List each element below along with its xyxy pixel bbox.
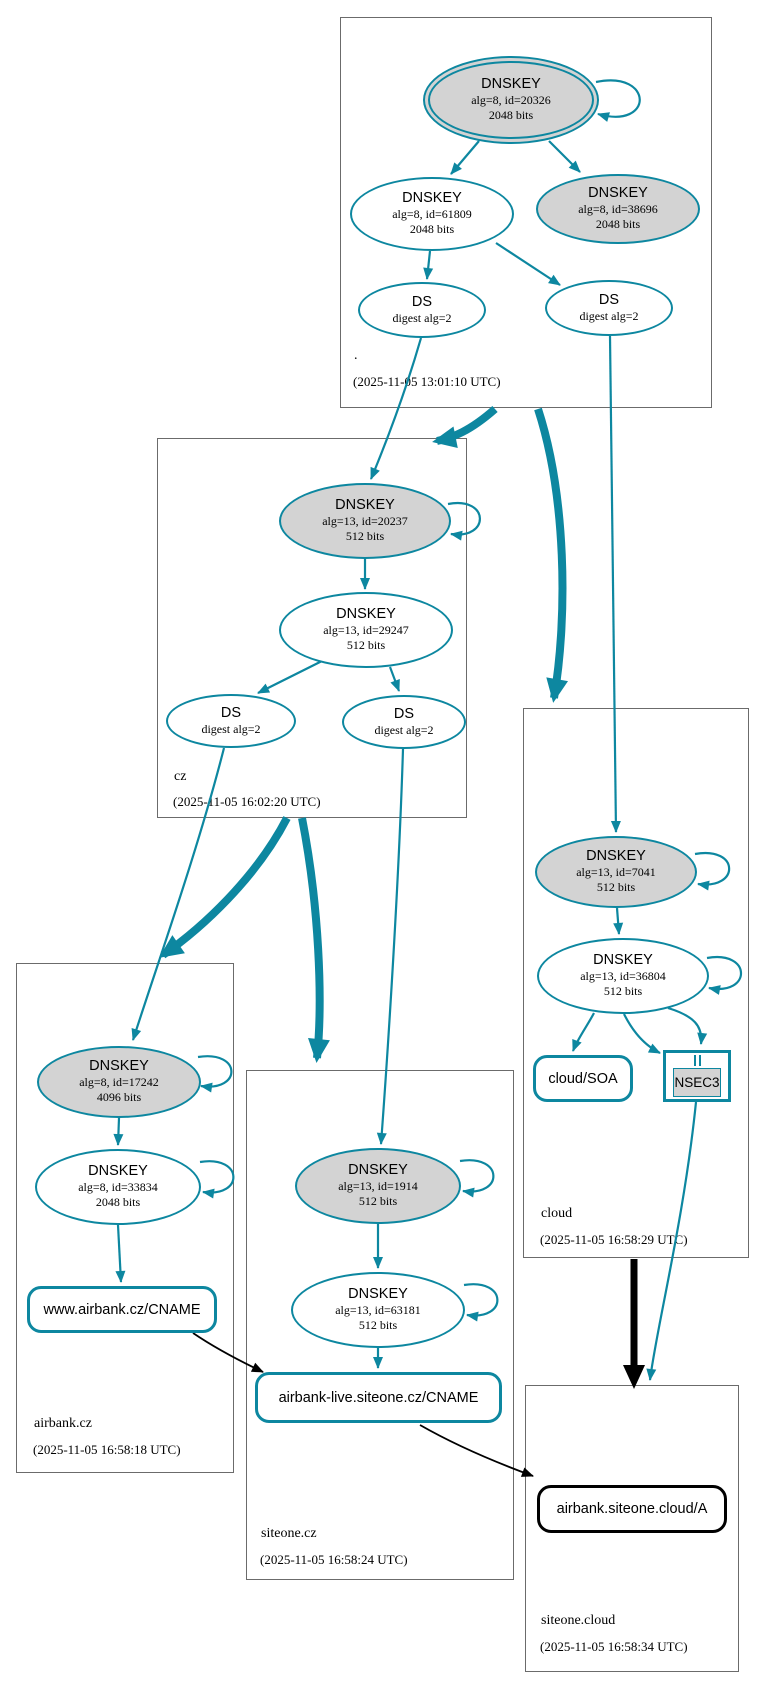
rrset-airbank-live-cname[interactable]: airbank-live.siteone.cz/CNAME — [255, 1372, 502, 1423]
edge-delegation-cz-airbank — [158, 816, 291, 959]
dnskey-cloud-ksk-7041[interactable]: DNSKEY alg=13, id=7041 512 bits — [535, 836, 697, 908]
zone-siteonecloud-timestamp: (2025-11-05 16:58:34 UTC) — [540, 1639, 688, 1654]
node-alg: alg=13, id=63181 — [335, 1302, 421, 1317]
nsec3-label: NSEC3 — [673, 1068, 721, 1097]
node-title: DNSKEY — [88, 1163, 148, 1180]
zone-airbank-timestamp: (2025-11-05 16:58:18 UTC) — [33, 1442, 181, 1457]
node-title: DNSKEY — [348, 1286, 408, 1303]
node-digest: digest alg=2 — [201, 721, 261, 736]
node-bits: 4096 bits — [96, 1090, 142, 1105]
node-alg: alg=8, id=17242 — [79, 1074, 159, 1089]
node-digest: digest alg=2 — [579, 308, 639, 323]
node-bits: 512 bits — [346, 638, 386, 653]
rrset-cloud-soa[interactable]: cloud/SOA — [533, 1055, 633, 1102]
node-bits: 512 bits — [603, 984, 643, 999]
node-digest: digest alg=2 — [374, 722, 434, 737]
node-bits: 2048 bits — [95, 1195, 141, 1210]
rrset-label: cloud/SOA — [548, 1070, 618, 1087]
node-title: DNSKEY — [335, 497, 395, 514]
node-title: DNSKEY — [336, 606, 396, 623]
zone-root-timestamp: (2025-11-05 13:01:10 UTC) — [353, 374, 501, 389]
node-bits: 2048 bits — [595, 217, 641, 232]
node-bits: 512 bits — [345, 529, 385, 544]
zone-airbank-label: airbank.cz — [34, 1416, 92, 1431]
node-bits: 2048 bits — [488, 108, 534, 123]
dnskey-cz-ksk-20237[interactable]: DNSKEY alg=13, id=20237 512 bits — [279, 483, 451, 559]
edge-delegation-root-cz — [432, 405, 498, 449]
node-title: DNSKEY — [593, 952, 653, 969]
node-alg: alg=13, id=36804 — [580, 968, 666, 983]
node-title: DS — [393, 705, 415, 722]
node-digest: digest alg=2 — [392, 310, 452, 325]
node-title: DNSKEY — [89, 1058, 149, 1075]
nsec3-cell-right — [698, 1055, 701, 1066]
node-bits: 2048 bits — [409, 222, 455, 237]
dnskey-root-38696[interactable]: DNSKEY alg=8, id=38696 2048 bits — [536, 174, 700, 244]
ds-cz-airbank[interactable]: DS digest alg=2 — [166, 694, 296, 748]
node-title: DNSKEY — [588, 185, 648, 202]
dnskey-siteonecz-ksk-1914[interactable]: DNSKEY alg=13, id=1914 512 bits — [295, 1148, 461, 1224]
node-title: DS — [598, 291, 620, 308]
dnskey-airbank-ksk-17242[interactable]: DNSKEY alg=8, id=17242 4096 bits — [37, 1046, 201, 1118]
node-title: DS — [220, 704, 242, 721]
node-title: DNSKEY — [348, 1162, 408, 1179]
zone-box-siteone-cloud: siteone.cloud (2025-11-05 16:58:34 UTC) — [525, 1385, 739, 1672]
rrset-www-airbank-cname[interactable]: www.airbank.cz/CNAME — [27, 1286, 217, 1333]
node-title: DNSKEY — [586, 848, 646, 865]
zone-box-airbank-cz: airbank.cz (2025-11-05 16:58:18 UTC) — [16, 963, 234, 1473]
node-alg: alg=13, id=7041 — [576, 864, 656, 879]
node-alg: alg=8, id=33834 — [78, 1179, 158, 1194]
node-alg: alg=13, id=1914 — [338, 1178, 418, 1193]
ds-cz-siteonecz[interactable]: DS digest alg=2 — [342, 695, 466, 749]
dnskey-root-ksk-20326[interactable]: DNSKEY alg=8, id=20326 2048 bits — [423, 56, 599, 144]
node-alg: alg=8, id=20326 — [471, 92, 551, 107]
node-bits: 512 bits — [358, 1318, 398, 1333]
node-alg: alg=8, id=38696 — [578, 201, 658, 216]
ds-root-cz[interactable]: DS digest alg=2 — [358, 282, 486, 338]
dnskey-airbank-zsk-33834[interactable]: DNSKEY alg=8, id=33834 2048 bits — [35, 1149, 201, 1225]
zone-siteonecz-timestamp: (2025-11-05 16:58:24 UTC) — [260, 1552, 408, 1567]
dnskey-siteonecz-zsk-63181[interactable]: DNSKEY alg=13, id=63181 512 bits — [291, 1272, 465, 1348]
edge-delegation-cz-siteonecz — [298, 817, 330, 1063]
rrset-label: www.airbank.cz/CNAME — [43, 1301, 201, 1318]
ds-root-cloud[interactable]: DS digest alg=2 — [545, 280, 673, 336]
zone-cloud-label: cloud — [541, 1206, 573, 1221]
node-title: DS — [411, 293, 433, 310]
nsec3-header — [693, 1055, 701, 1066]
edge-delegation-root-cloud — [534, 407, 569, 703]
node-title: DNSKEY — [481, 76, 541, 93]
node-title: DNSKEY — [402, 190, 462, 207]
zone-cloud-timestamp: (2025-11-05 16:58:29 UTC) — [540, 1232, 688, 1247]
zone-cz-label: cz — [174, 769, 187, 784]
node-bits: 512 bits — [596, 880, 636, 895]
dnskey-cz-zsk-29247[interactable]: DNSKEY alg=13, id=29247 512 bits — [279, 592, 453, 668]
rrset-label: airbank.siteone.cloud/A — [556, 1501, 708, 1517]
dnskey-cloud-zsk-36804[interactable]: DNSKEY alg=13, id=36804 512 bits — [537, 938, 709, 1014]
node-alg: alg=13, id=20237 — [322, 513, 408, 528]
zone-cz-timestamp: (2025-11-05 16:02:20 UTC) — [173, 794, 321, 809]
zone-root-label: . — [354, 348, 358, 363]
zone-siteonecz-label: siteone.cz — [261, 1526, 317, 1541]
zone-siteonecloud-label: siteone.cloud — [541, 1613, 616, 1628]
node-alg: alg=13, id=29247 — [323, 622, 409, 637]
dnskey-root-zsk-61809[interactable]: DNSKEY alg=8, id=61809 2048 bits — [350, 177, 514, 251]
nsec3-cell-left — [693, 1055, 696, 1066]
node-bits: 512 bits — [358, 1194, 398, 1209]
rrset-label: airbank-live.siteone.cz/CNAME — [278, 1389, 479, 1406]
nsec3-cloud[interactable]: NSEC3 — [663, 1050, 731, 1102]
node-alg: alg=8, id=61809 — [392, 206, 472, 221]
rrset-airbank-siteone-cloud-a[interactable]: airbank.siteone.cloud/A — [537, 1485, 727, 1533]
